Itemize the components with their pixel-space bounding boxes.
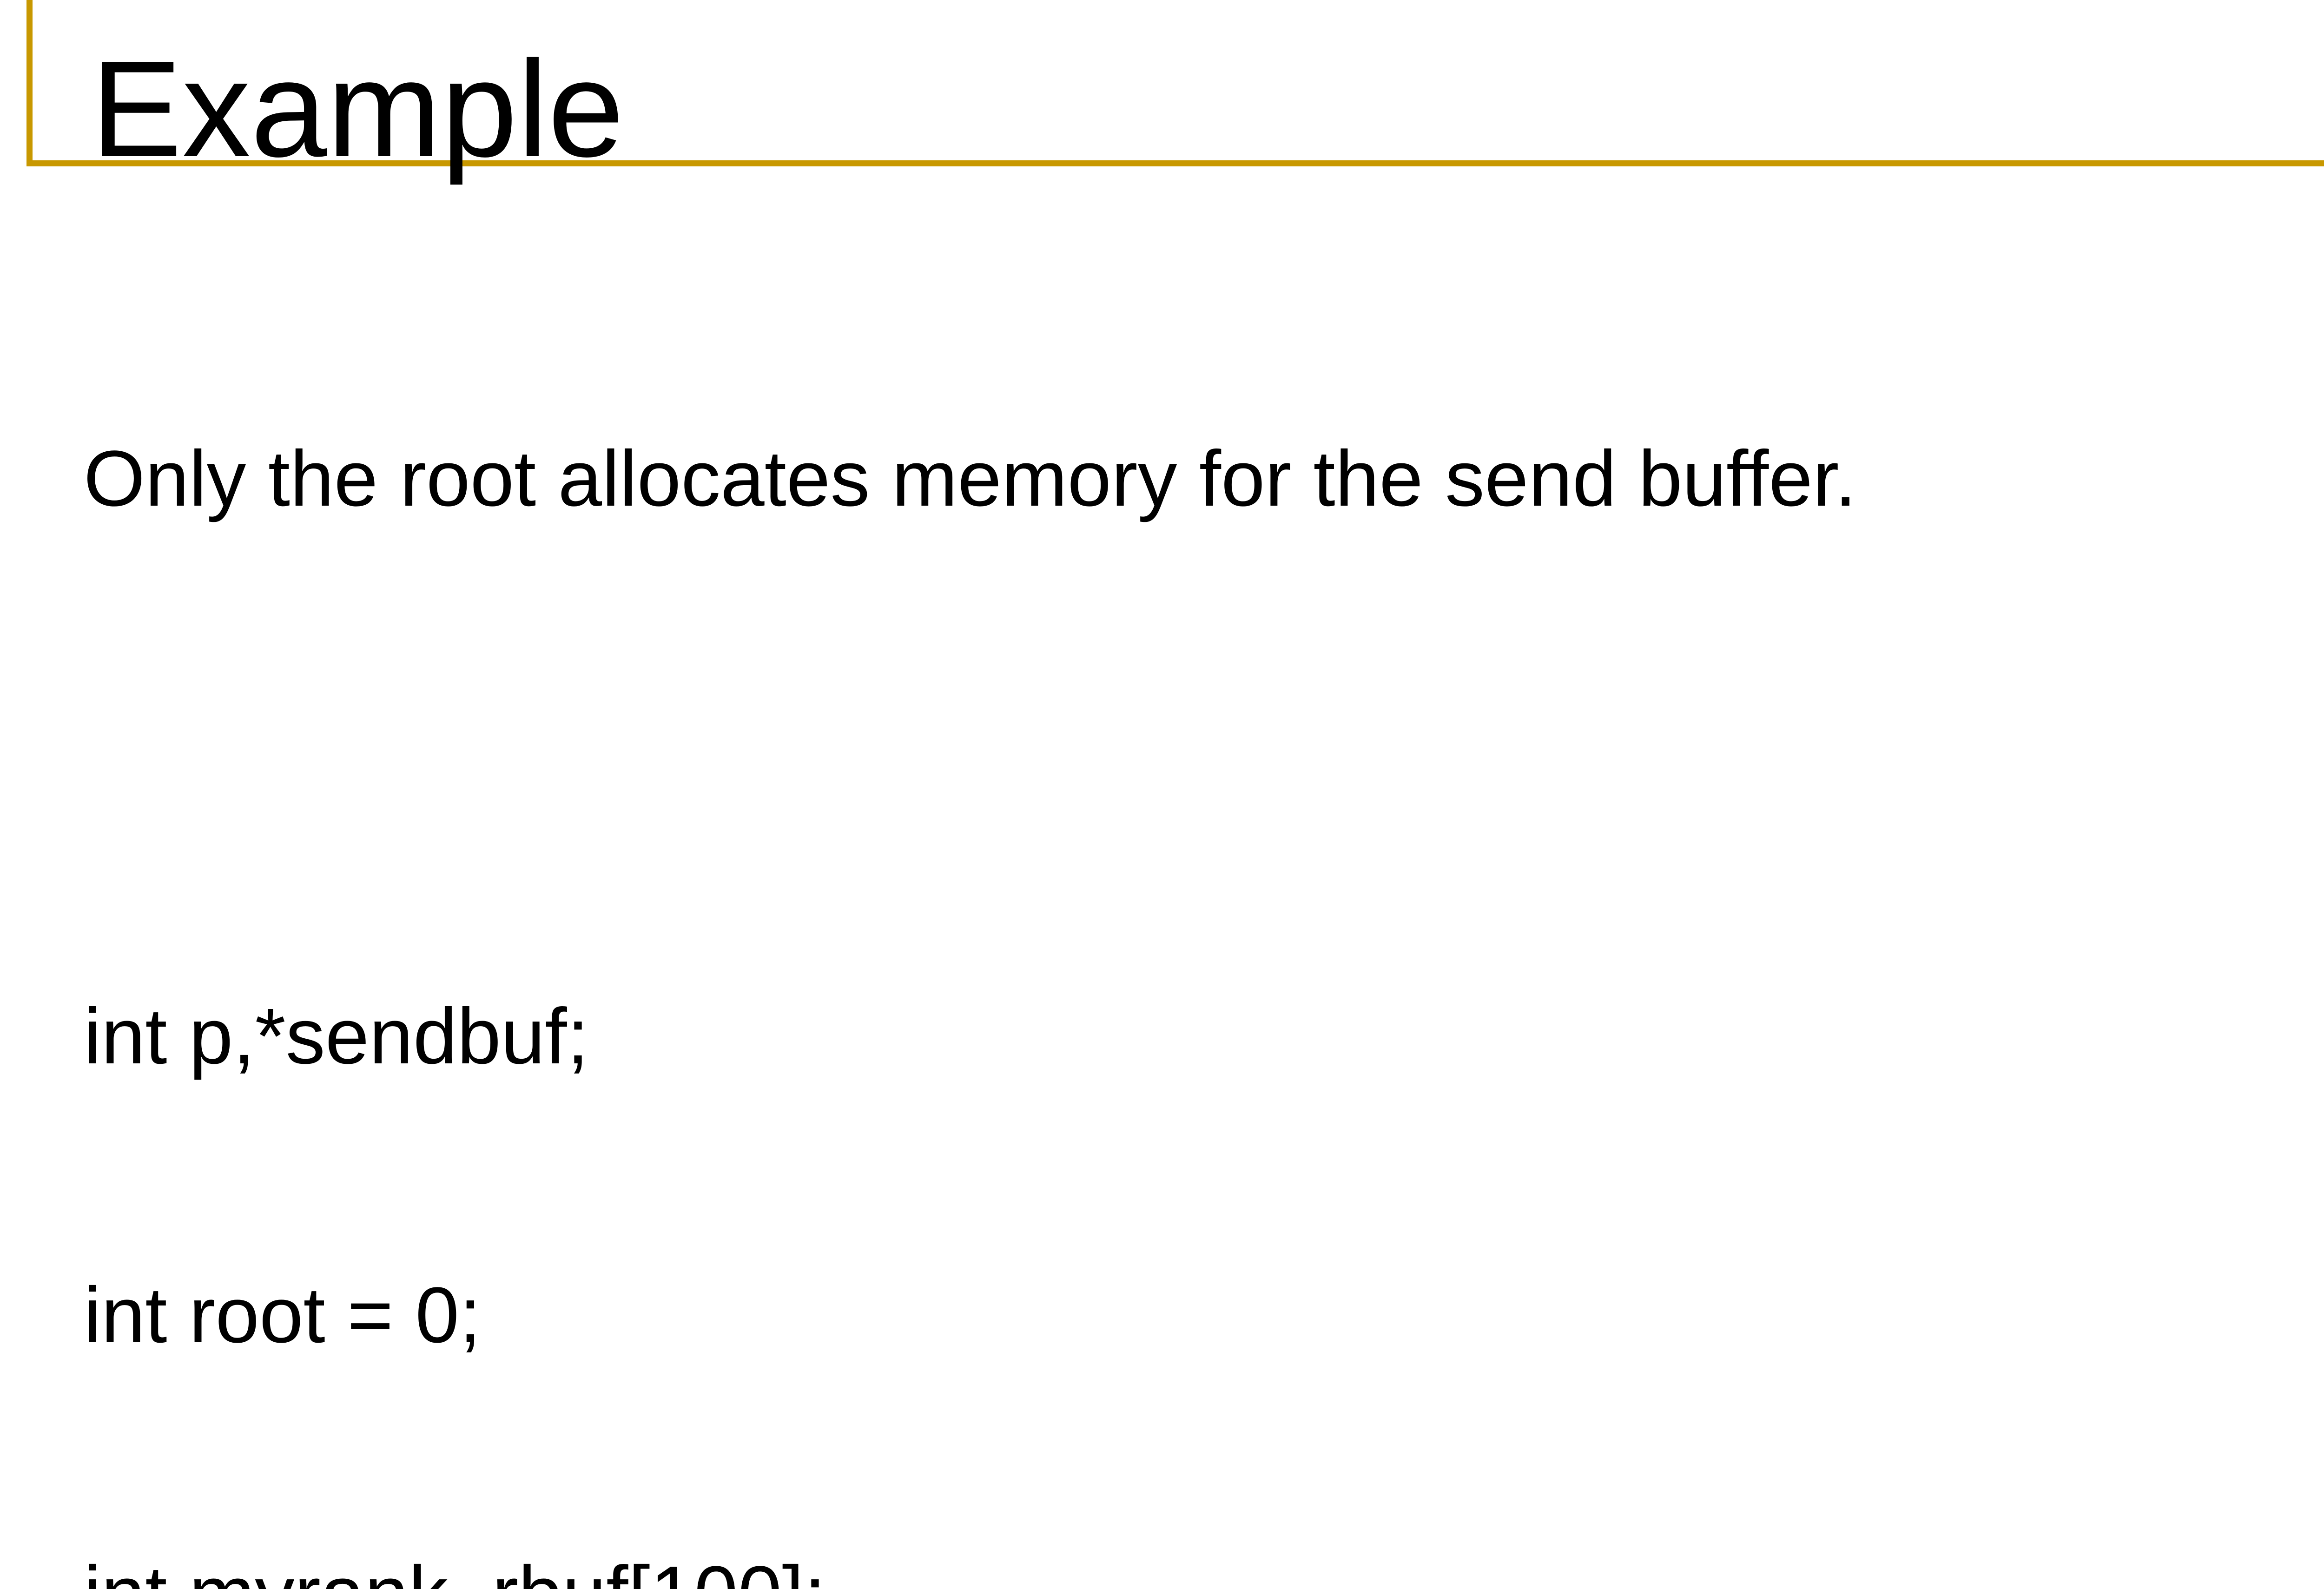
code-line: int myrank, rbuf[100]; <box>84 1548 2275 1589</box>
code-line: int p,*sendbuf; <box>84 992 589 1081</box>
blank-line <box>84 711 2275 804</box>
intro-text: Only the root allocates memory for the s… <box>84 435 1857 523</box>
slide-body: Only the root allocates memory for the s… <box>84 246 2275 1589</box>
code-line: int root = 0; <box>84 1271 482 1359</box>
title-underline-rule <box>26 160 2324 166</box>
left-accent-bar <box>26 0 33 166</box>
slide-title: Example <box>91 32 624 185</box>
